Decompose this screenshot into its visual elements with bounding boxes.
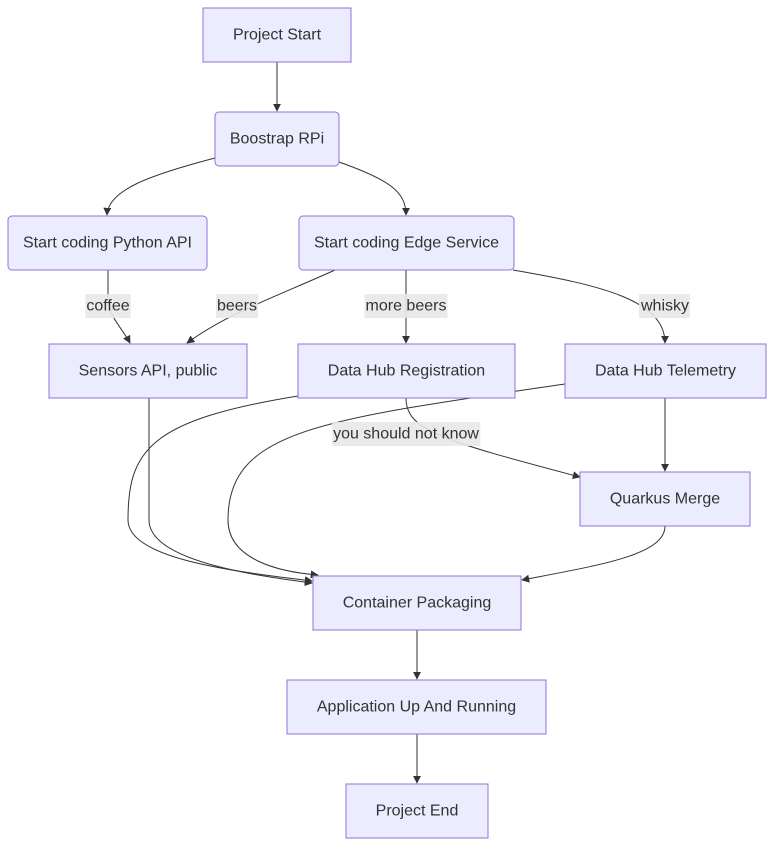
edge-telemetry-to-container — [227, 383, 566, 579]
node-box — [7, 215, 208, 271]
edge-rpi-to-edge — [338, 161, 410, 216]
node-registration: Data Hub Registration — [297, 343, 516, 399]
node-box — [312, 575, 522, 631]
node-label: Application Up And Running — [317, 699, 516, 716]
node-box — [297, 343, 516, 399]
node-end: Project End — [345, 783, 489, 839]
node-label: Data Hub Telemetry — [595, 363, 736, 380]
node-label: Quarkus Merge — [610, 491, 720, 508]
node-edge: Start coding Edge Service — [298, 215, 515, 271]
svg-text:beers: beers — [217, 298, 257, 315]
edge-quarkus-to-container — [521, 525, 666, 583]
edge-registration-to-container — [127, 395, 313, 585]
node-python: Start coding Python API — [7, 215, 208, 271]
node-rpi: Boostrap RPi — [214, 111, 340, 167]
edge-label-edge-to-sensors: beers — [215, 294, 259, 318]
node-label: Sensors API, public — [79, 363, 218, 380]
svg-text:more beers: more beers — [366, 298, 447, 315]
edge-label-edge-to-registration: more beers — [364, 294, 448, 318]
node-box — [202, 7, 352, 63]
node-start: Project Start — [202, 7, 352, 63]
node-box — [286, 679, 547, 735]
node-container: Container Packaging — [312, 575, 522, 631]
node-label: Project End — [376, 803, 459, 820]
node-box — [564, 343, 767, 399]
node-sensors: Sensors API, public — [48, 343, 248, 399]
node-box — [345, 783, 489, 839]
edge-label-python-to-sensors: coffee — [85, 294, 131, 318]
edge-label-edge-to-telemetry: whisky — [638, 294, 691, 318]
edge-rpi-to-python — [103, 157, 216, 216]
node-label: Start coding Edge Service — [314, 235, 499, 252]
edge-sensors-to-container — [148, 398, 313, 587]
node-box — [214, 111, 340, 167]
svg-text:coffee: coffee — [86, 298, 129, 315]
edge-label-registration-to-quarkus: you should not know — [332, 422, 481, 446]
node-box — [48, 343, 248, 399]
node-telemetry: Data Hub Telemetry — [564, 343, 767, 399]
node-box — [298, 215, 515, 271]
node-app: Application Up And Running — [286, 679, 547, 735]
node-label: Start coding Python API — [23, 235, 192, 252]
edge-edge-to-telemetry — [512, 269, 669, 344]
node-label: Container Packaging — [343, 595, 492, 612]
svg-text:whisky: whisky — [640, 298, 689, 315]
edge-edge-to-sensors — [186, 269, 336, 344]
node-label: Project Start — [233, 27, 322, 44]
node-quarkus: Quarkus Merge — [579, 471, 751, 527]
node-label: Data Hub Registration — [328, 363, 485, 380]
node-box — [579, 471, 751, 527]
node-label: Boostrap RPi — [230, 131, 324, 148]
svg-text:you should not know: you should not know — [333, 426, 479, 443]
